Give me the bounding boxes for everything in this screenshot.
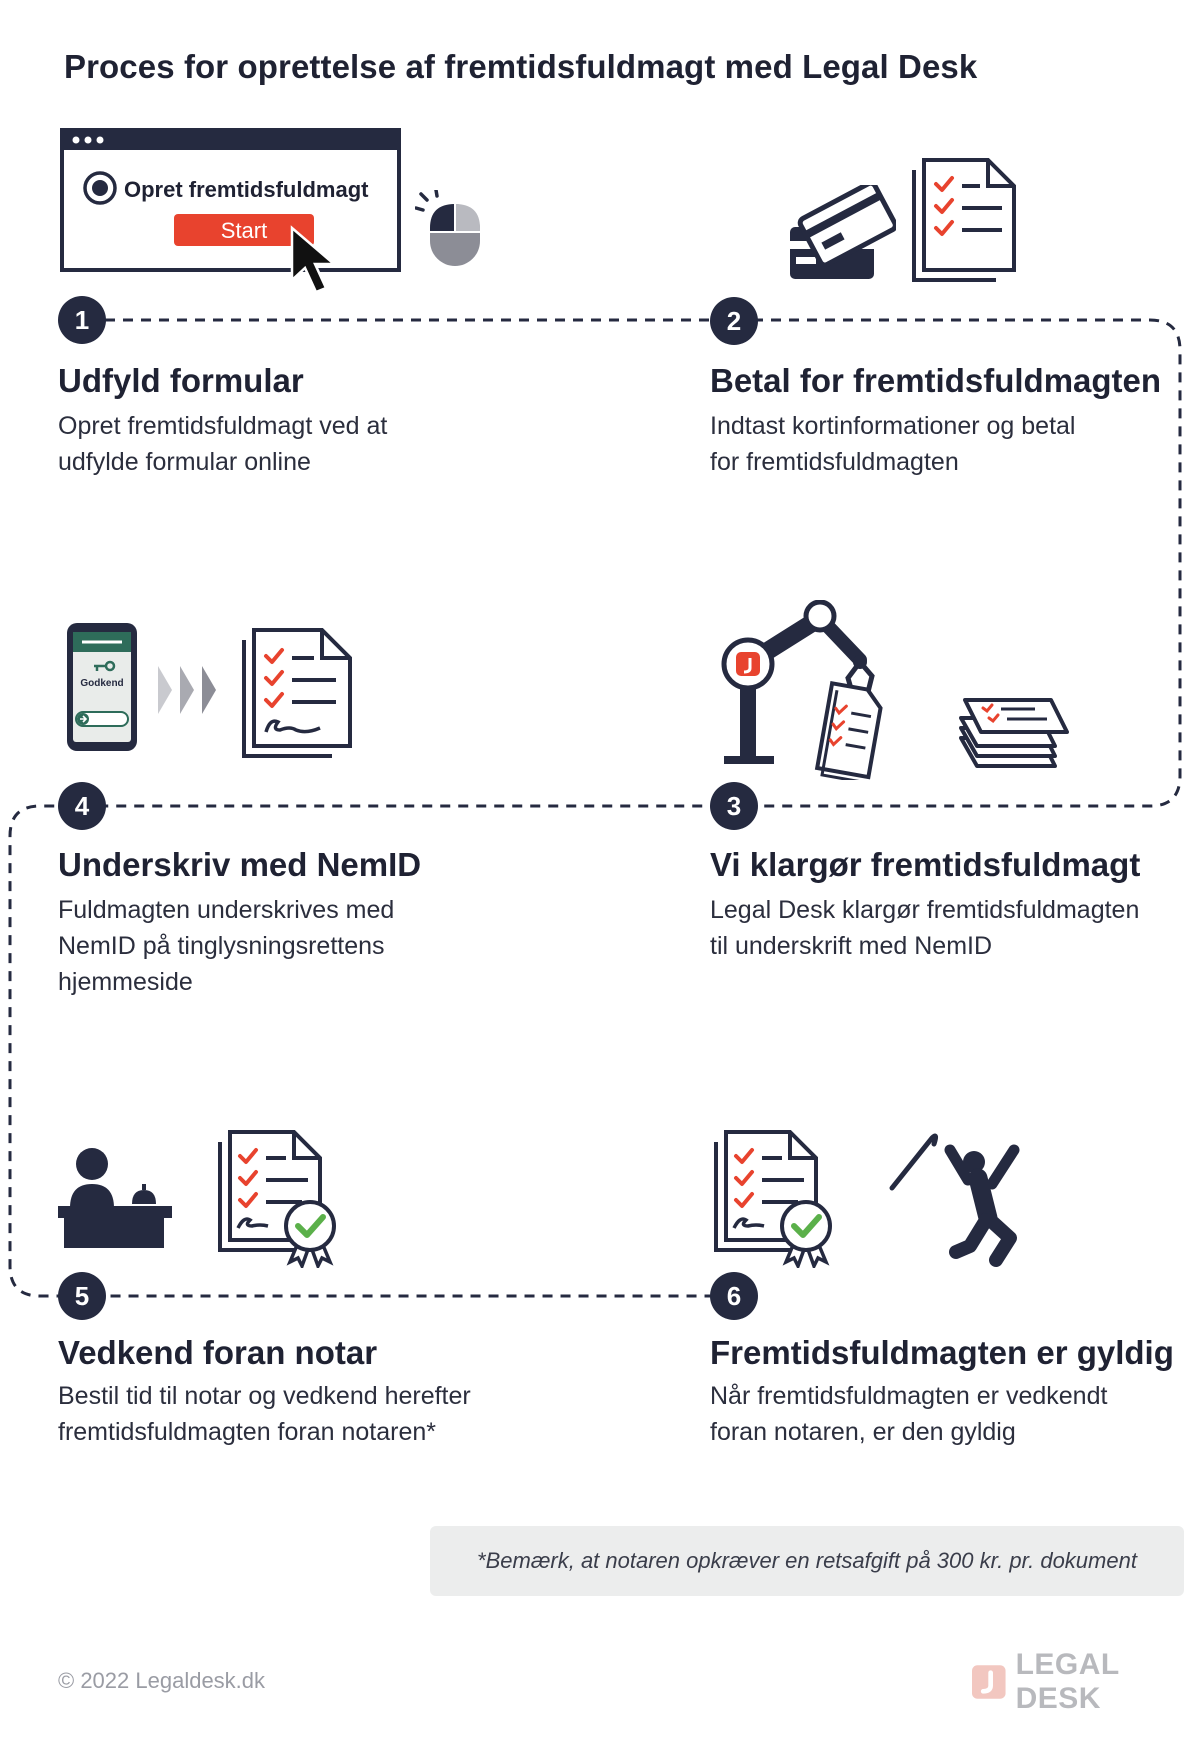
arrows-icon xyxy=(158,666,216,714)
document-stack-icon xyxy=(959,698,1069,768)
step-5-desc: Bestil tid til notar og vedkend herefter… xyxy=(58,1382,471,1446)
step-1-badge: 1 xyxy=(58,296,106,344)
note-text: *Bemærk, at notaren opkræver en retsafgi… xyxy=(477,1548,1137,1573)
step-1-desc: Opret fremtidsfuldmagt ved at udfylde fo… xyxy=(58,412,388,476)
certified-document-icon xyxy=(714,1130,832,1268)
brand-logo: LEGAL DESK xyxy=(972,1648,1200,1715)
mouse-icon xyxy=(415,190,480,266)
page-title: Proces for oprettelse af fremtidsfuldmag… xyxy=(64,48,978,85)
phone-label: Godkend xyxy=(80,678,123,689)
start-button[interactable] xyxy=(174,214,314,246)
checklist-document-icon xyxy=(912,158,1016,282)
step-3: Vi klargør fremtidsfuldmagt Legal Desk k… xyxy=(710,846,1140,964)
step-2-badge: 2 xyxy=(710,297,758,345)
notary-desk-icon xyxy=(58,1148,172,1248)
step-4: Underskriv med NemID Fuldmagten underskr… xyxy=(58,846,421,1000)
step-2-title: Betal for fremtidsfuldmagten xyxy=(710,362,1162,399)
radio-label: Opret fremtidsfuldmagt xyxy=(124,177,369,202)
step-2: Betal for fremtidsfuldmagten Indtast kor… xyxy=(710,362,1161,480)
signed-document-icon xyxy=(242,628,352,758)
start-label: Start xyxy=(221,218,267,243)
note-box: *Bemærk, at notaren opkræver en retsafgi… xyxy=(430,1526,1184,1596)
certified-document-icon xyxy=(218,1130,336,1268)
legal-desk-logo-icon xyxy=(972,1665,1006,1699)
brand-text: LEGAL DESK xyxy=(1015,1648,1120,1715)
cursor-icon xyxy=(290,225,338,294)
step-3-title: Vi klargør fremtidsfuldmagt xyxy=(710,846,1141,883)
step-1-title: Udfyld formular xyxy=(58,362,304,399)
step-1: Udfyld formular Opret fremtidsfuldmagt v… xyxy=(58,362,387,480)
step-4-desc: Fuldmagten underskrives med NemID på tin… xyxy=(58,896,395,996)
step-5-title: Vedkend foran notar xyxy=(58,1334,378,1371)
step-5: Vedkend foran notar Bestil tid til notar… xyxy=(58,1334,471,1450)
step-6: Fremtidsfuldmagten er gyldig Når fremtid… xyxy=(710,1334,1174,1450)
copyright: © 2022 Legaldesk.dk xyxy=(58,1668,266,1693)
step-6-title: Fremtidsfuldmagten er gyldig xyxy=(710,1334,1174,1371)
step-3-desc: Legal Desk klargør fremtidsfuldmagten ti… xyxy=(710,896,1140,960)
step-4-title: Underskriv med NemID xyxy=(58,846,422,883)
robot-arm-icon xyxy=(721,600,883,780)
step-2-desc: Indtast kortinformationer og betal for f… xyxy=(710,412,1076,476)
browser-window-icon: Opret fremtidsfuldmagt Start xyxy=(60,128,401,294)
jumping-person-icon xyxy=(889,1133,1020,1267)
credit-card-icon xyxy=(790,185,896,279)
phone-icon: Godkend xyxy=(67,623,137,751)
step-6-badge: 6 xyxy=(710,1272,758,1320)
step-5-badge: 5 xyxy=(58,1272,106,1320)
step-4-badge: 4 xyxy=(58,782,106,830)
step-3-badge: 3 xyxy=(710,782,758,830)
step-6-desc: Når fremtidsfuldmagten er vedkendt foran… xyxy=(710,1382,1108,1446)
